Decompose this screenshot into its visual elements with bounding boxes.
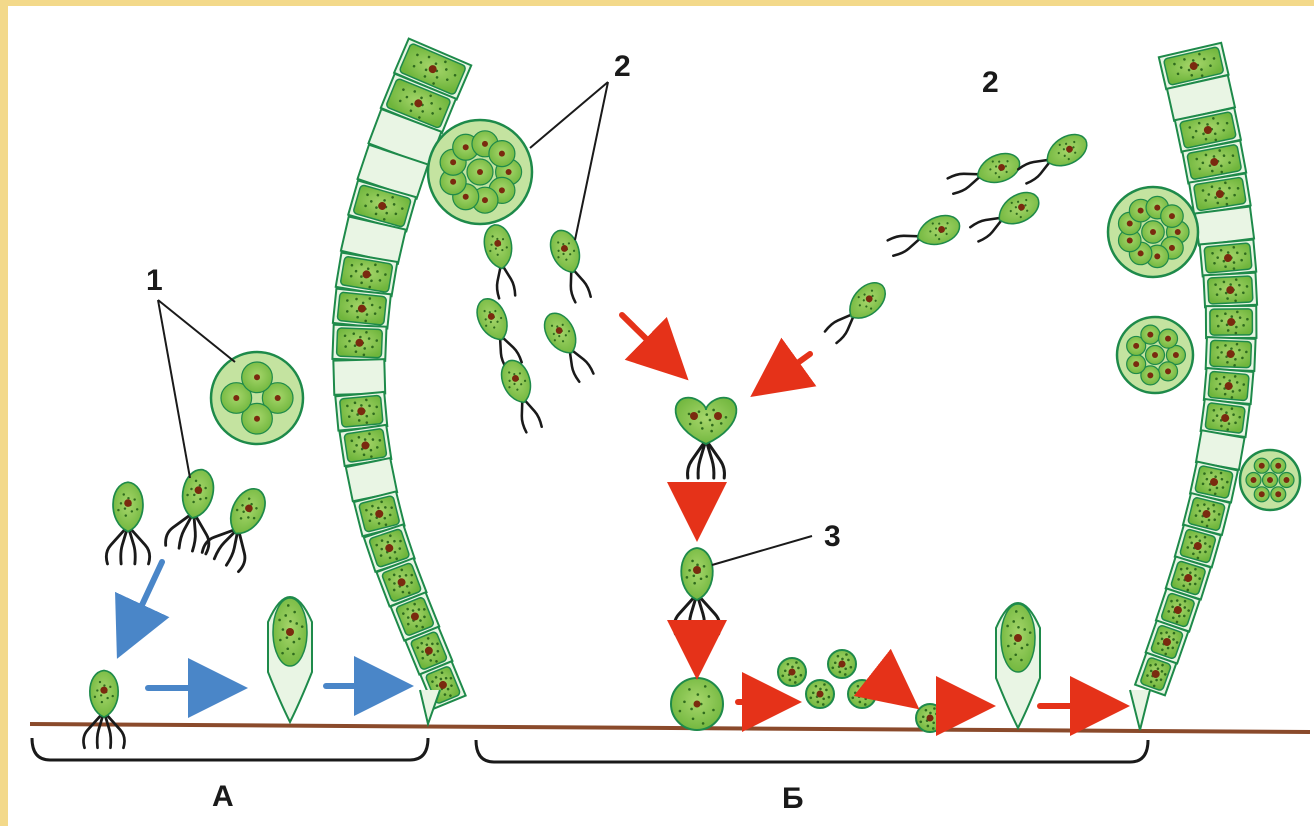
gamete [886,210,964,260]
filament-cell [1200,240,1256,277]
gamete [471,294,526,372]
label-1: 1 [146,264,163,297]
label-3: 3 [824,520,841,553]
zygote-motile [674,548,720,634]
section-label-b: Б [782,782,804,815]
sporangium-gametes-right-2 [1117,317,1193,393]
settled-cell [916,704,944,732]
gamete [1016,128,1093,188]
germling-a [268,597,312,722]
zygote [671,678,723,730]
gamete [545,226,595,304]
zygote-product [828,650,856,678]
filament-right-holdfast [1130,690,1150,730]
filament-cell [332,325,386,361]
filament-cell [333,359,385,395]
gamete [946,148,1024,198]
filament-cell [335,392,387,431]
sporangium-gametes-right-1 [1108,187,1198,277]
gamete [496,356,546,434]
arrow-red [882,680,910,702]
gamete [821,276,892,347]
gamete [538,308,598,385]
sporangium-gametes-right-3 [1240,450,1300,510]
zygote-product [778,658,806,686]
label-2-left: 2 [614,50,631,83]
gamete [481,223,520,300]
filaments [268,39,1257,730]
germling-b [996,603,1040,728]
filament-cell [1206,306,1257,338]
gamete [968,186,1045,246]
label-2-right: 2 [982,66,999,99]
bracket-b [476,740,1148,762]
zoospore [106,482,149,564]
arrow-red [760,354,810,390]
sporangium-gametes-left [428,120,532,224]
filament-cell [1204,368,1254,404]
section-label-a: А [212,780,234,813]
filament-cell [1206,337,1256,371]
arrow-blue [122,562,162,648]
filament-cell [1203,273,1257,308]
settling-zoospore [83,670,124,747]
zoospore [165,465,224,554]
substrate-line [30,724,1310,732]
sporangium-zoospores [211,352,303,444]
bracket-a [32,738,428,760]
arrow-red [622,315,680,372]
resting-cells [671,650,944,732]
zygote-product [806,680,834,708]
filament-cell [333,289,391,329]
fusing-gametes [676,398,737,478]
zygote-product [848,680,876,708]
